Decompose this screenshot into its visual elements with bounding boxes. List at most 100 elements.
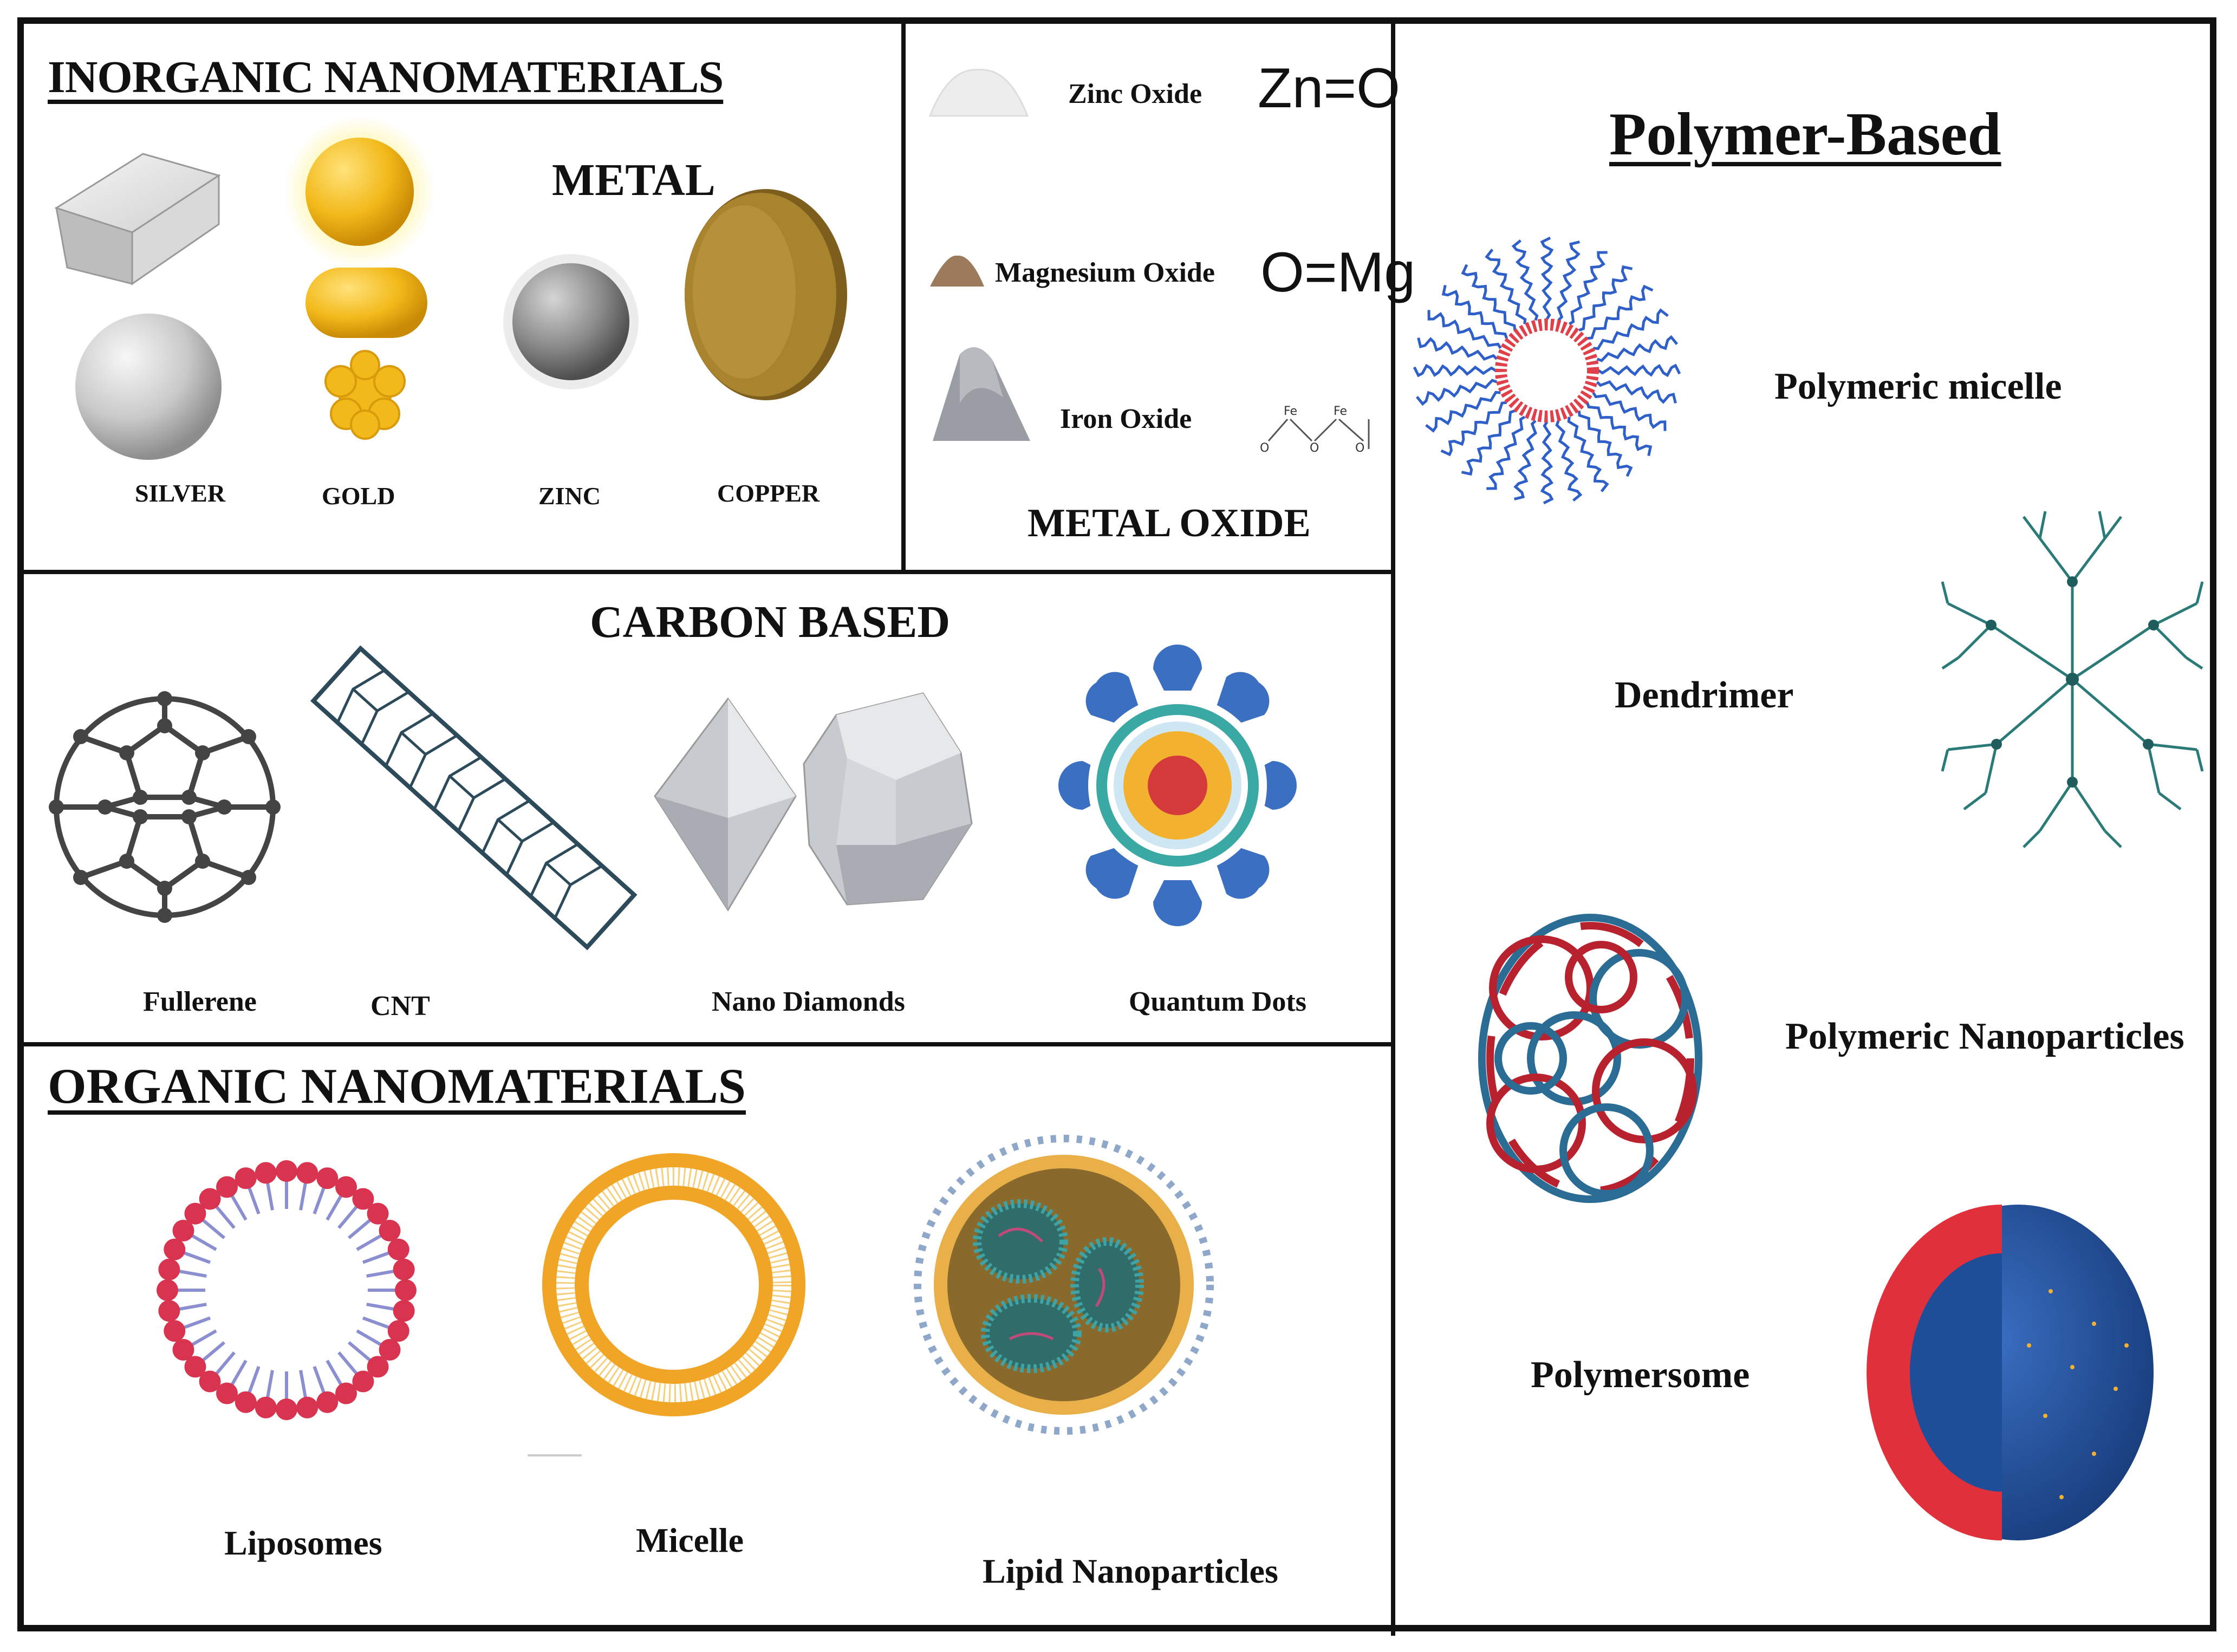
polymeric-micelle-chain (1440, 401, 1507, 457)
polymeric-micelle-art (1413, 236, 1681, 505)
liposome-head (316, 1391, 339, 1413)
organic-title: ORGANIC NANOMATERIALS (48, 1058, 746, 1114)
polymeric-micelle-chain (1567, 417, 1609, 492)
iron-oxide-atom: O (1310, 441, 1319, 455)
liposome-head (216, 1176, 238, 1198)
nano-diamonds-label: Nano Diamonds (712, 986, 905, 1017)
liposome-head (335, 1176, 357, 1198)
liposome-head (158, 1258, 180, 1280)
polymeric-micelle-chain (1427, 310, 1502, 349)
liposome-head (158, 1300, 180, 1322)
copper-nanoparticle-art (685, 189, 847, 400)
polymeric-micelle-chain (1568, 251, 1608, 326)
liposome-head (352, 1370, 374, 1393)
polymeric-micelle-chains (1413, 236, 1681, 505)
polymersome-label: Polymersome (1531, 1354, 1750, 1396)
liposome-head (157, 1279, 178, 1301)
silver-nanoparticle-art (54, 153, 222, 460)
metal-oxide-title: METAL OXIDE (1028, 501, 1311, 545)
silver-label: SILVER (135, 479, 226, 507)
liposome-head (296, 1162, 318, 1184)
polymeric-micelle-chain (1555, 420, 1583, 502)
iron-oxide-powder-icon (933, 347, 1030, 441)
polymeric-micelle-chain (1578, 265, 1633, 332)
polymeric-nanoparticles-label: Polymeric Nanoparticles (1785, 1016, 2184, 1057)
liposome-head (199, 1188, 221, 1210)
liposome-head (235, 1167, 257, 1189)
organic-panel: ORGANIC NANOMATERIALS Liposomes Micell (24, 1046, 1391, 1636)
quantum-dots-art (1058, 645, 1297, 926)
polymeric-micelle-chain (1486, 415, 1526, 490)
polymeric-micelle-chain (1413, 363, 1497, 378)
iron-oxide-atom: Fe (1334, 405, 1347, 418)
polymeric-micelle-chain (1596, 380, 1677, 404)
liposome-head (387, 1320, 409, 1342)
figure-frame: INORGANIC NANOMATERIALS METAL (17, 17, 2216, 1636)
polymer-panel: Polymer-Based Polymeric micelle Dendrime… (1395, 24, 2216, 1636)
polymeric-micelle-chain (1592, 392, 1667, 431)
iron-oxide-structure-diagram: O Fe O Fe O (1260, 405, 1370, 455)
liposome-head (184, 1356, 206, 1378)
magnesium-oxide-label: Magnesium Oxide (995, 257, 1215, 288)
iron-oxide-label: Iron Oxide (1060, 404, 1192, 434)
polymeric-micelle-chain (1585, 402, 1653, 457)
zinc-oxide-formula: Zn=O (1258, 57, 1400, 120)
fullerene-art (49, 691, 281, 923)
lipid-nanoparticle-art (914, 1135, 1214, 1435)
carbon-title: CARBON BASED (590, 597, 951, 647)
micelle-label: Micelle (636, 1521, 744, 1559)
iron-oxide-atom: Fe (1284, 405, 1297, 418)
fullerene-label: Fullerene (143, 986, 257, 1017)
carbon-panel: CARBON BASED (24, 574, 1391, 1042)
zinc-nanoparticle-art (503, 254, 639, 389)
polymeric-micelle-chain (1417, 337, 1498, 361)
divider-horizontal-2 (24, 1042, 1395, 1046)
nano-diamonds-art (654, 692, 973, 912)
magnesium-oxide-powder-icon (930, 255, 984, 287)
polymeric-micelle-chain (1587, 284, 1654, 340)
polymeric-micelle-chain (1540, 236, 1554, 320)
inorganic-title: INORGANIC NANOMATERIALS (48, 52, 724, 102)
polymeric-micelle-chain (1596, 335, 1679, 362)
liposome-head (379, 1220, 401, 1241)
divider-horizontal-1 (24, 570, 1395, 574)
cnt-label: CNT (370, 991, 430, 1022)
polymeric-micelle-chain (1597, 363, 1681, 378)
quantum-dots-label: Quantum Dots (1129, 986, 1306, 1017)
micelle-art (528, 1153, 805, 1456)
liposome-head (296, 1396, 318, 1419)
liposome-head (216, 1382, 238, 1404)
polymeric-micelle-chain (1441, 284, 1508, 339)
liposome-head (199, 1370, 221, 1393)
liposome-head (172, 1339, 194, 1361)
polymeric-nanoparticle-art (1478, 914, 1702, 1203)
magnesium-oxide-formula: O=Mg (1260, 241, 1416, 304)
polymeric-micelle-chain (1461, 264, 1517, 330)
liposome-head (352, 1188, 374, 1210)
liposome-head (316, 1167, 339, 1189)
gold-label: GOLD (322, 482, 395, 510)
liposome-head (255, 1396, 277, 1419)
metal-oxide-panel: Zinc Oxide Zn=O Magnesium Oxide O=Mg Iro… (906, 24, 1415, 570)
liposome-head (335, 1382, 357, 1404)
dendrimer-label: Dendrimer (1615, 674, 1794, 716)
polymeric-micelle-chain (1577, 411, 1633, 477)
metal-title: METAL (552, 155, 716, 205)
polymeric-micelle-chain (1425, 391, 1501, 433)
liposome-head (367, 1202, 389, 1225)
gold-nanoparticle-art (284, 116, 435, 440)
iron-oxide-atom: O (1355, 441, 1364, 455)
polymeric-micelle-chain (1557, 240, 1581, 322)
liposome-head (387, 1238, 409, 1260)
liposome-head (395, 1279, 417, 1301)
dendrimer-art (1941, 511, 2204, 848)
lipid-nanoparticles-label: Lipid Nanoparticles (983, 1552, 1278, 1590)
liposome-head (164, 1238, 186, 1260)
liposome-heads (157, 1160, 417, 1420)
polymersome-art (1867, 1205, 2154, 1540)
carbon-nanotube-art (310, 645, 638, 951)
liposome-art (157, 1160, 417, 1420)
liposome-head (172, 1220, 194, 1241)
zinc-label: ZINC (538, 482, 601, 510)
polymeric-micelle-chain (1540, 421, 1554, 505)
